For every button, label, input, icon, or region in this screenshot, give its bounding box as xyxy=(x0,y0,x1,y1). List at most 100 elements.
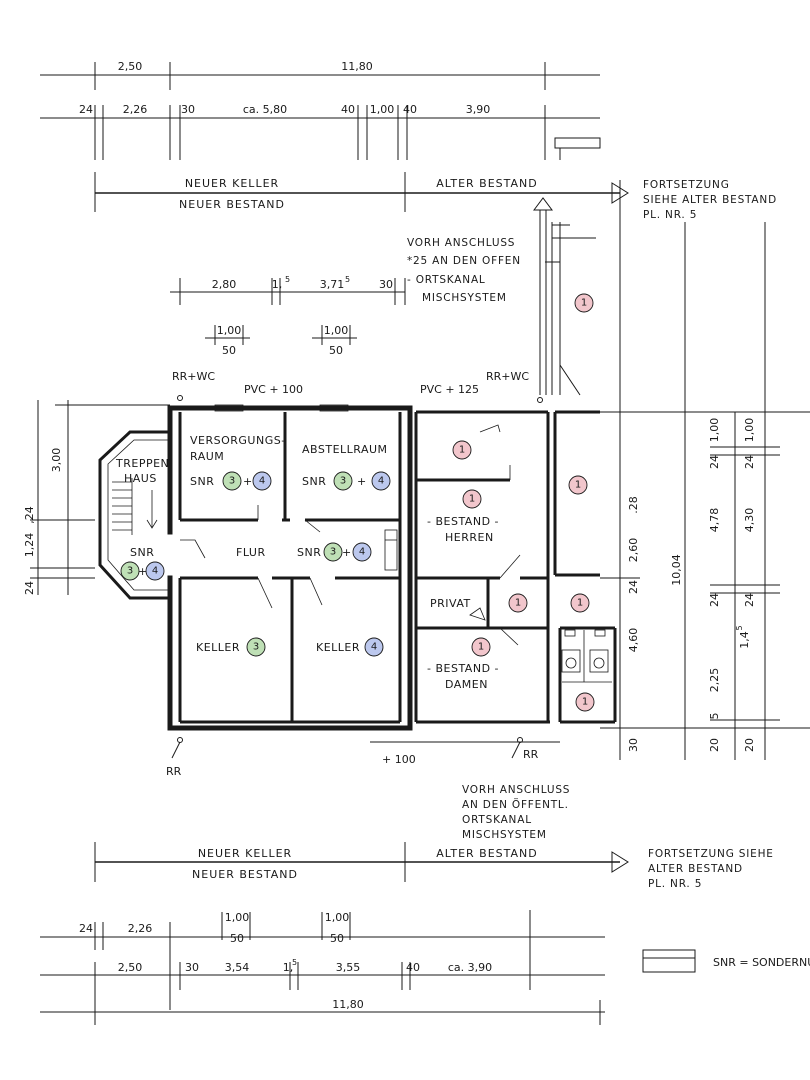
fortsetzung-top-3: PL. NR. 5 xyxy=(643,209,697,221)
top-dim-30: 30 xyxy=(181,103,195,116)
unit-badge-1: 1 xyxy=(582,697,588,708)
top-band xyxy=(94,172,629,212)
unit-badge-4-circle xyxy=(364,637,384,657)
inner-dim-30: 30 xyxy=(379,278,393,291)
legend-text: SNR = SONDERNU xyxy=(713,956,810,969)
right-dim-10-04: 10,04 xyxy=(670,554,683,586)
unit-badge-1-circle xyxy=(575,692,595,712)
unit-badge-4: 4 xyxy=(378,476,384,487)
mid-dimension-lines xyxy=(600,180,810,760)
rr-left: RR xyxy=(166,765,182,778)
bottom-dim-2-26: 2,26 xyxy=(128,922,153,935)
right-dim-24-c: 24 xyxy=(743,455,756,469)
vorh-bottom-3: ORTSKANAL xyxy=(462,814,532,826)
room-privat: PRIVAT xyxy=(430,597,471,610)
vorh-bottom-2: AN DEN ÖFFENTL. xyxy=(462,798,569,811)
pvc-100: PVC + 100 xyxy=(244,383,303,396)
bottom-lintel-50-a: 50 xyxy=(230,932,244,945)
unit-badge-1: 1 xyxy=(577,598,583,609)
unit-badge-4-circle xyxy=(371,471,391,491)
lintel-50-b: 50 xyxy=(329,344,343,357)
band-neuer-keller-top: NEUER KELLER xyxy=(185,177,279,190)
inner-dim-3-71: 3,71 xyxy=(320,278,345,291)
unit-badge-3: 3 xyxy=(340,476,346,487)
unit-badge-4-circle xyxy=(252,471,272,491)
bottom-lintel-50-b: 50 xyxy=(330,932,344,945)
left-dim-3-00: 3,00 xyxy=(50,448,63,473)
right-dim-24-a: 24 xyxy=(708,455,721,469)
unit-badge-1-circle xyxy=(471,637,491,657)
room-damen-2: DAMEN xyxy=(445,678,488,691)
left-dim-24-bottom: 24 xyxy=(23,581,36,595)
left-dim-1-24: 1,24 xyxy=(23,533,36,558)
rr-mid: RR xyxy=(523,748,539,761)
room-versorgung-1: VERSORGUNGS- xyxy=(190,434,286,447)
right-dim-1-00-a: 1,00 xyxy=(708,418,721,443)
fortsetzung-top-1: FORTSETZUNG xyxy=(643,179,730,191)
room-treppen-2: HAUS xyxy=(124,472,157,485)
right-dim-24-b: 24 xyxy=(708,593,721,607)
right-dim-5: 5 xyxy=(708,713,721,720)
room-flur: FLUR xyxy=(236,546,266,559)
unit-badge-3-circle xyxy=(246,637,266,657)
vorh-top-3: - ORTSKANAL xyxy=(407,274,486,286)
bottom-dimension-lines xyxy=(40,910,605,1025)
vorh-bottom-4: MISCHSYSTEM xyxy=(462,829,547,841)
lintel-50-a: 50 xyxy=(222,344,236,357)
top-dimension-lines xyxy=(40,62,600,160)
unit-badge-4: 4 xyxy=(259,476,265,487)
right-dim-4-30: 4,30 xyxy=(743,508,756,533)
unit-badge-1-circle xyxy=(452,440,472,460)
unit-badge-4: 4 xyxy=(359,547,365,558)
unit-badge-3: 3 xyxy=(330,547,336,558)
unit-badge-3-circle xyxy=(120,561,140,581)
vorh-bottom-1: VORH ANSCHLUSS xyxy=(462,784,570,796)
unit-badge-1-circle xyxy=(568,475,588,495)
unit-badge-1-circle xyxy=(574,293,594,313)
right-dim-20-b: 20 xyxy=(743,738,756,752)
unit-badge-1: 1 xyxy=(478,642,484,653)
right-dim-1-00-b: 1,00 xyxy=(743,418,756,443)
rr-wc-left: RR+WC xyxy=(172,370,215,383)
unit-badge-1: 1 xyxy=(459,445,465,456)
mid-dim-30: 30 xyxy=(627,738,640,752)
unit-badge-3: 3 xyxy=(253,642,259,653)
plus-versorgung: + xyxy=(243,475,253,488)
right-dim-4-78: 4,78 xyxy=(708,508,721,533)
snr-abstell: SNR xyxy=(302,475,326,488)
bottom-dim-2-50: 2,50 xyxy=(118,961,143,974)
lintel-1-00-b: 1,00 xyxy=(324,324,349,337)
unit-badge-4-circle xyxy=(145,561,165,581)
bottom-dim-ca-3-90: ca. 3,90 xyxy=(448,961,492,974)
unit-badge-1: 1 xyxy=(515,598,521,609)
mid-dim-4-60: 4,60 xyxy=(627,628,640,653)
vorh-top-2: *25 AN DEN OFFEN xyxy=(407,255,521,267)
bottom-dim-3-54: 3,54 xyxy=(225,961,250,974)
inner-dimension-lines xyxy=(170,278,406,345)
vorh-top-4: MISCHSYSTEM xyxy=(422,292,507,304)
snr-versorgung: SNR xyxy=(190,475,214,488)
left-dim-24-top: ,24 xyxy=(23,506,36,524)
top-dim-3-90: 3,90 xyxy=(466,103,491,116)
plus-flur: + xyxy=(342,546,352,559)
bottom-dim-40: 40 xyxy=(406,961,420,974)
top-dim-ca-5-80: ca. 5,80 xyxy=(243,103,287,116)
top-dim-40b: 40 xyxy=(403,103,417,116)
unit-badge-1-circle xyxy=(508,593,528,613)
inner-dim-3-71-sup: 5 xyxy=(345,275,350,284)
rr-wc-right: RR+WC xyxy=(486,370,529,383)
unit-badge-1-circle xyxy=(462,489,482,509)
band-alter-bestand-bottom: ALTER BESTAND xyxy=(436,847,538,860)
room-herren-2: HERREN xyxy=(445,531,494,544)
bottom-dim-3-55: 3,55 xyxy=(336,961,361,974)
top-dim-40a: 40 xyxy=(341,103,355,116)
room-treppen-1: TREPPEN xyxy=(115,457,169,470)
unit-badge-3-circle xyxy=(323,542,343,562)
right-dim-2-25: 2,25 xyxy=(708,668,721,693)
right-dim-1-4-sup: 5 xyxy=(735,625,744,630)
left-dimension-lines xyxy=(30,400,170,595)
snr-treppen: SNR xyxy=(130,546,154,559)
room-keller-4: KELLER xyxy=(316,641,360,654)
